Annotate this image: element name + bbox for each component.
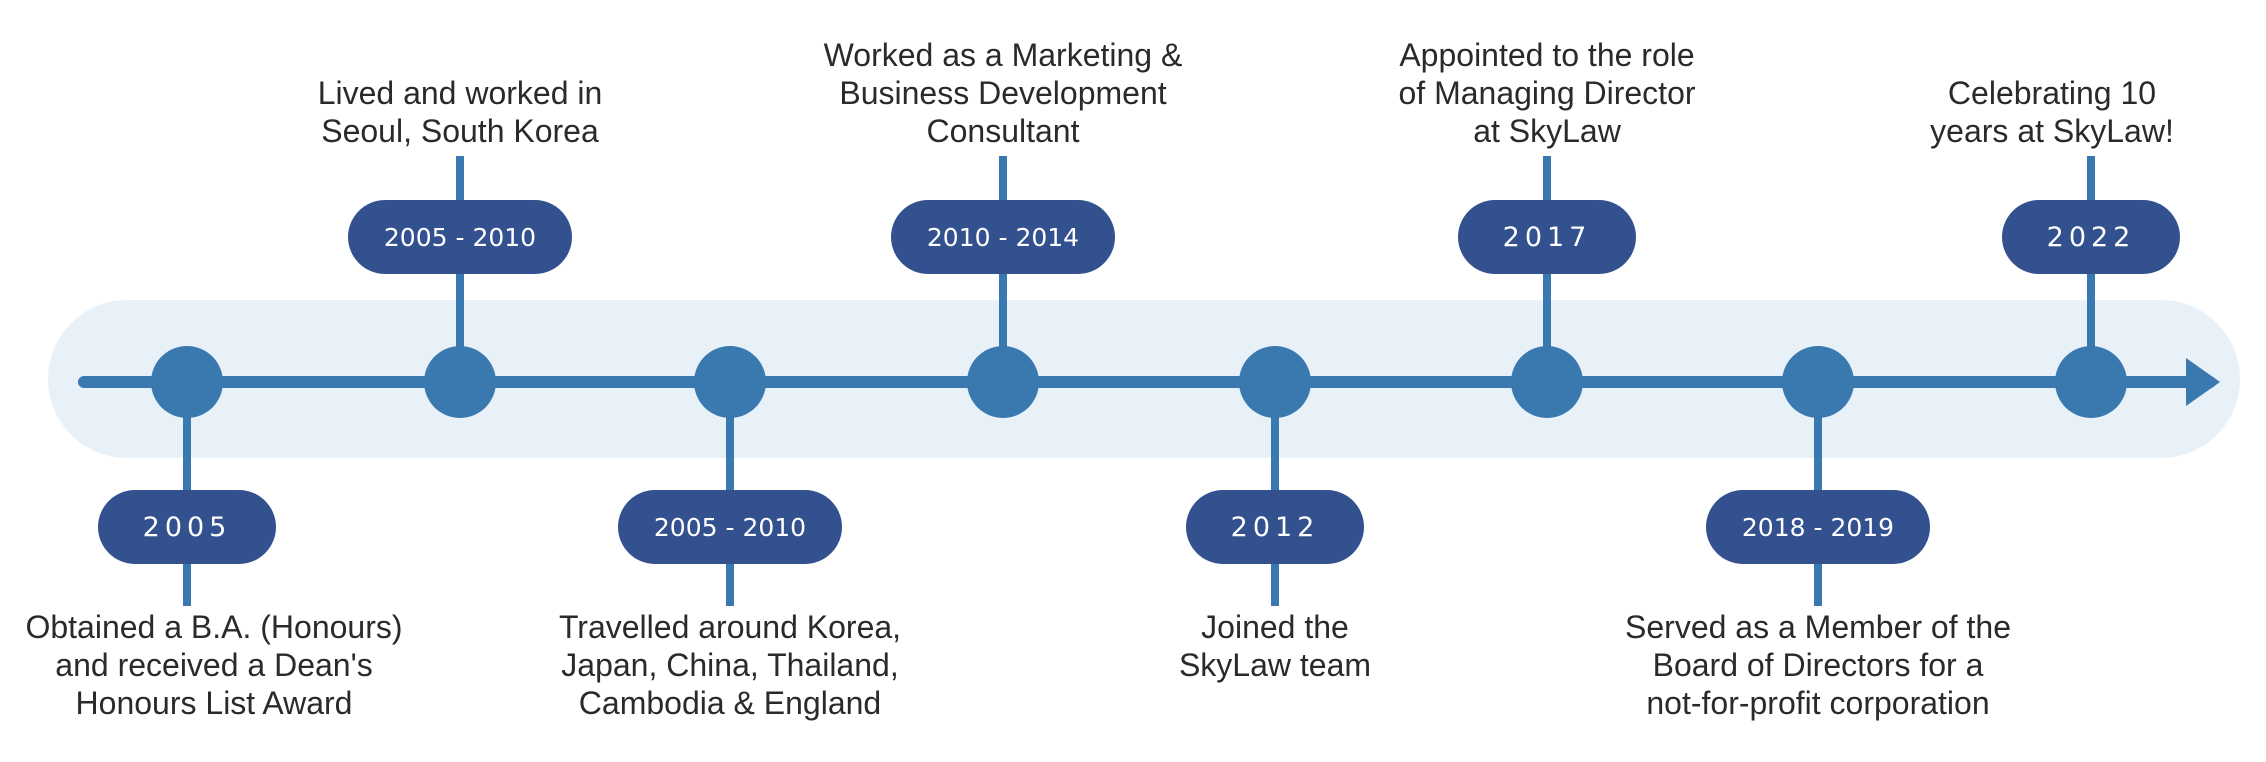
- event-marker: [424, 346, 496, 418]
- event-date-badge: 2005: [98, 490, 276, 564]
- event-marker: [151, 346, 223, 418]
- event-description: Obtained a B.A. (Honours) and received a…: [25, 609, 403, 721]
- event-date-badge: 2012: [1186, 490, 1364, 564]
- event-description: Served as a Member of the Board of Direc…: [1625, 609, 2011, 721]
- event-date-badge: 2005 - 2010: [348, 200, 572, 274]
- timeline-axis: [78, 376, 2216, 388]
- event-marker: [1239, 346, 1311, 418]
- event-marker: [2055, 346, 2127, 418]
- event-marker: [1511, 346, 1583, 418]
- event-marker: [1782, 346, 1854, 418]
- event-date-badge: 2017: [1458, 200, 1636, 274]
- event-description: Worked as a Marketing & Business Develop…: [823, 37, 1183, 149]
- event-marker: [967, 346, 1039, 418]
- arrow-right-icon: [2186, 358, 2220, 406]
- event-date-badge: 2018 - 2019: [1706, 490, 1930, 564]
- event-date-badge: 2005 - 2010: [618, 490, 842, 564]
- event-marker: [694, 346, 766, 418]
- event-description: Lived and worked in Seoul, South Korea: [317, 75, 603, 149]
- event-description: Celebrating 10 years at SkyLaw!: [1930, 75, 2174, 149]
- event-description: Joined the SkyLaw team: [1178, 609, 1372, 683]
- event-date-badge: 2022: [2002, 200, 2180, 274]
- event-description: Appointed to the role of Managing Direct…: [1398, 37, 1696, 149]
- event-date-badge: 2010 - 2014: [891, 200, 1115, 274]
- event-description: Travelled around Korea, Japan, China, Th…: [558, 609, 902, 721]
